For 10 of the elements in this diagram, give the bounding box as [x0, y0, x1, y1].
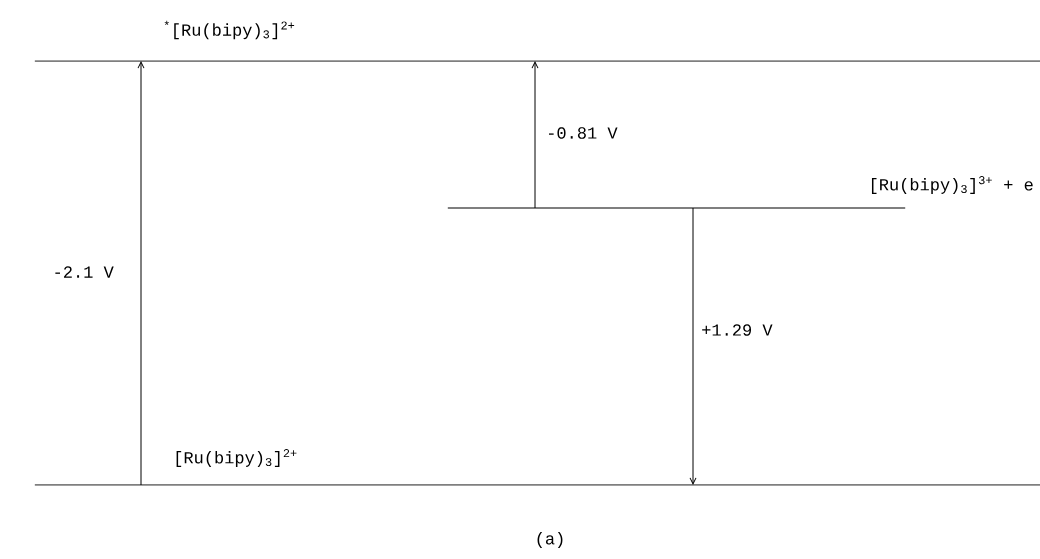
edge-label: -0.81 V — [545, 126, 619, 140]
energy-level: $^{*}$[Ru(bipy)$_{3}$]$^{2+}$ — [34, 20, 1040, 62]
arrow — [531, 61, 539, 209]
arrow — [689, 207, 697, 485]
edge-label: -2.1 V — [51, 265, 115, 279]
energy-level: [Ru(bipy)$_{3}$]$^{2+}$ — [34, 449, 1040, 486]
arrow — [137, 61, 145, 486]
edge-label: +1.29 V — [700, 323, 774, 337]
caption: (a) — [537, 532, 563, 548]
energy-level: [Ru(bipy)$_{3}$]$^{3+}$ + e — [447, 176, 1033, 209]
